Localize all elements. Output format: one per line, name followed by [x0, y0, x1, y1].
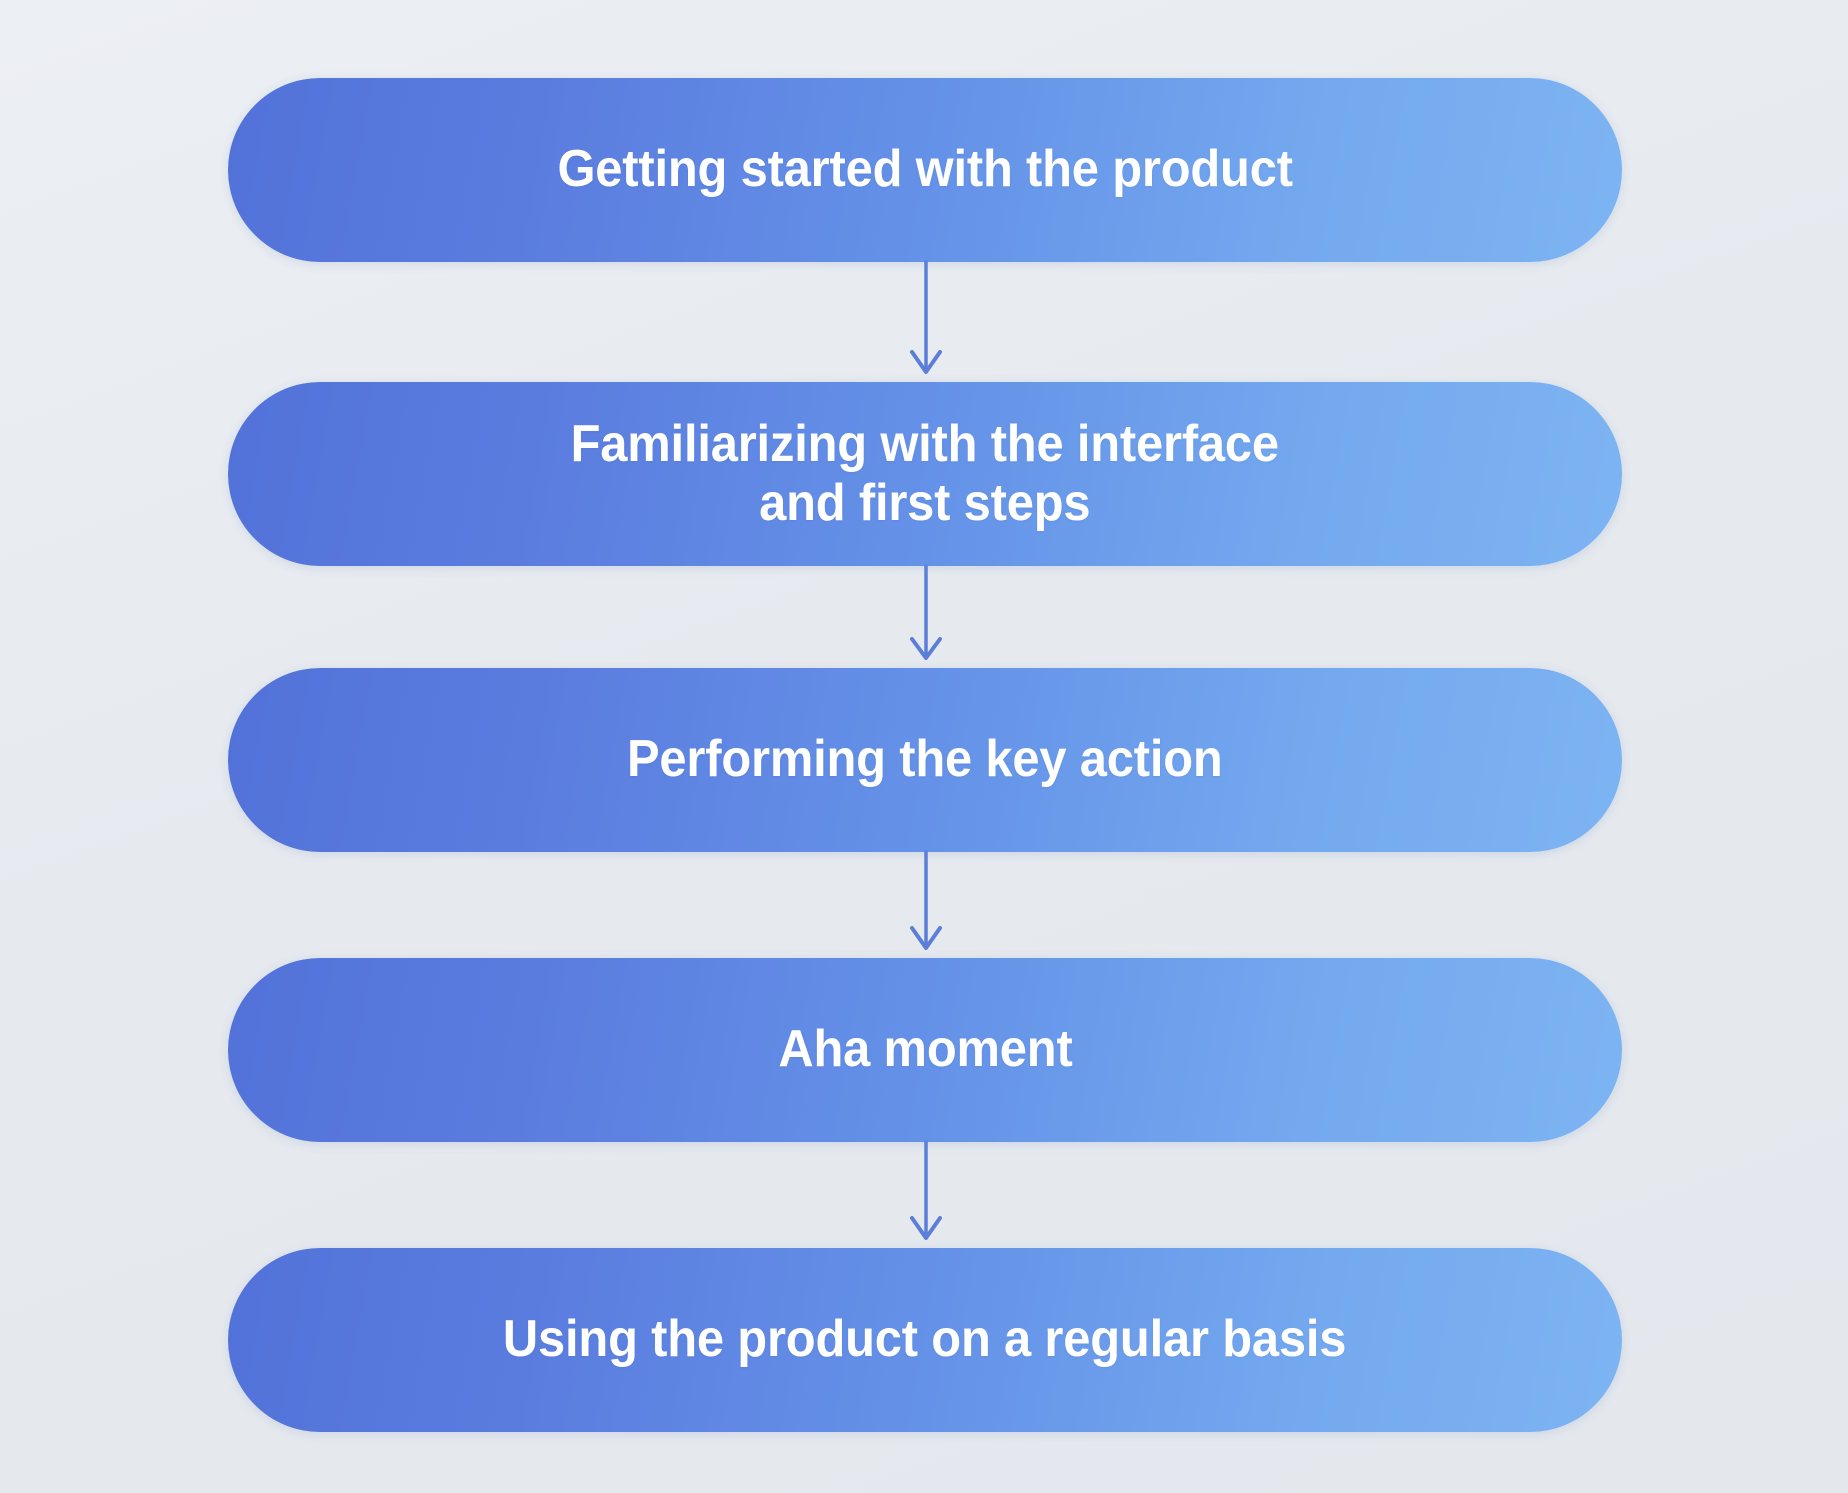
flow-node-step-5[interactable]: Using the product on a regular basis [228, 1248, 1622, 1432]
flow-connector-3 [888, 850, 964, 958]
arrow-down-icon [910, 564, 942, 660]
flow-node-step-1[interactable]: Getting started with the product [228, 78, 1622, 262]
flow-node-label: Aha moment [777, 1020, 1073, 1079]
flow-node-step-3[interactable]: Performing the key action [228, 668, 1622, 852]
flow-node-label: Familiarizing with the interface and fir… [570, 414, 1280, 532]
flow-connector-4 [888, 1140, 964, 1248]
flow-node-label: Performing the key action [627, 730, 1223, 789]
flow-node-step-4[interactable]: Aha moment [228, 958, 1622, 1142]
arrow-down-icon [910, 260, 942, 374]
flow-connector-2 [888, 564, 964, 668]
flow-connector-1 [888, 260, 964, 382]
flow-node-label: Using the product on a regular basis [503, 1310, 1347, 1369]
flow-node-step-2[interactable]: Familiarizing with the interface and fir… [228, 382, 1622, 566]
arrow-down-icon [910, 850, 942, 950]
arrow-down-icon [910, 1140, 942, 1240]
flow-node-label: Getting started with the product [557, 140, 1293, 199]
